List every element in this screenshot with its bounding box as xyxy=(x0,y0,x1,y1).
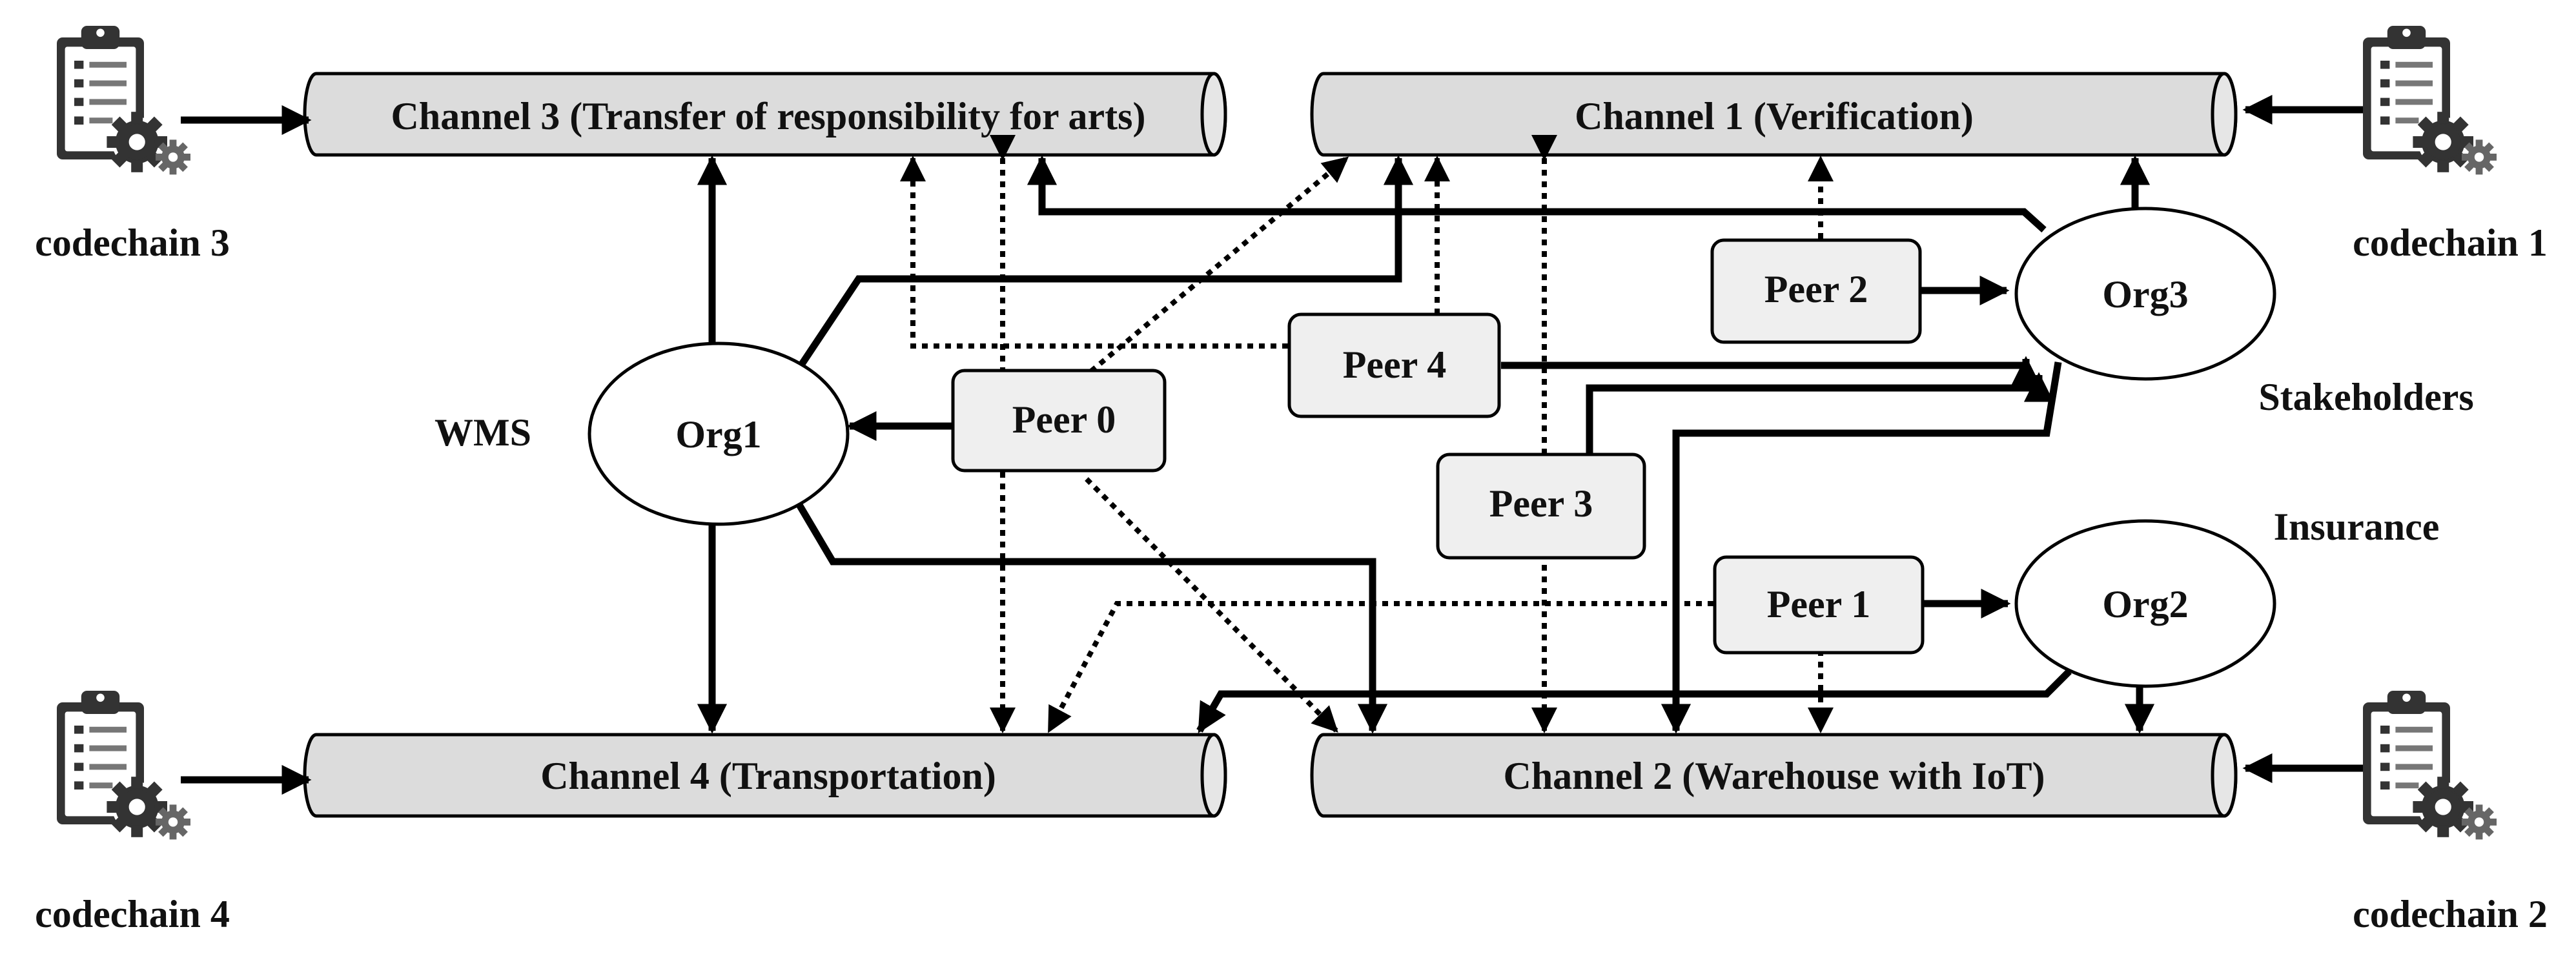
org3-label: Org3 xyxy=(2102,273,2188,316)
channel-1-cylinder xyxy=(1310,72,2238,157)
solid-connectors xyxy=(181,94,2363,795)
peer0-label: Peer 0 xyxy=(1012,398,1116,441)
channel-4-cylinder xyxy=(303,733,1227,818)
channel-1-label: Channel 1 (Verification) xyxy=(1575,95,1974,138)
org1-label: Org1 xyxy=(675,413,761,456)
codechain-4-clipboard-gear-icon xyxy=(57,691,190,839)
org2-node xyxy=(2014,519,2276,688)
stakeholders-label: Stakeholders xyxy=(2258,376,2473,418)
org1-node xyxy=(588,341,850,526)
insurance-label: Insurance xyxy=(2274,505,2440,548)
peer3-box xyxy=(1436,453,1646,560)
channel-4-label: Channel 4 (Transportation) xyxy=(540,755,996,797)
codechain-2-label: codechain 2 xyxy=(2353,893,2548,935)
codechain-2-clipboard-gear-icon xyxy=(2363,691,2497,839)
channel-3-cylinder xyxy=(303,72,1227,157)
codechain-3-clipboard-gear-icon xyxy=(57,26,190,174)
peer4-box xyxy=(1287,312,1501,418)
codechain-3-label: codechain 3 xyxy=(35,221,230,264)
peer1-box xyxy=(1713,555,1925,655)
channel-2-label: Channel 2 (Warehouse with IoT) xyxy=(1503,755,2045,797)
peer1-label: Peer 1 xyxy=(1767,583,1870,626)
peer2-box xyxy=(1710,238,1922,344)
channel-2-cylinder xyxy=(1310,733,2238,818)
codechain-4-label: codechain 4 xyxy=(35,893,230,935)
peer3-label: Peer 3 xyxy=(1489,482,1593,525)
peer-boxes xyxy=(951,238,1925,655)
channel-3-label: Channel 3 (Transfer of responsibility fo… xyxy=(391,95,1146,138)
peer2-label: Peer 2 xyxy=(1764,268,1868,311)
dotted-connectors xyxy=(900,135,1834,733)
org2-label: Org2 xyxy=(2102,583,2188,626)
codechain-1-label: codechain 1 xyxy=(2353,221,2548,264)
org3-node xyxy=(2014,207,2276,381)
codechain-1-clipboard-gear-icon xyxy=(2363,26,2497,174)
peer4-label: Peer 4 xyxy=(1343,343,1446,386)
peer0-box xyxy=(951,369,1167,473)
wms-label: WMS xyxy=(434,411,531,454)
